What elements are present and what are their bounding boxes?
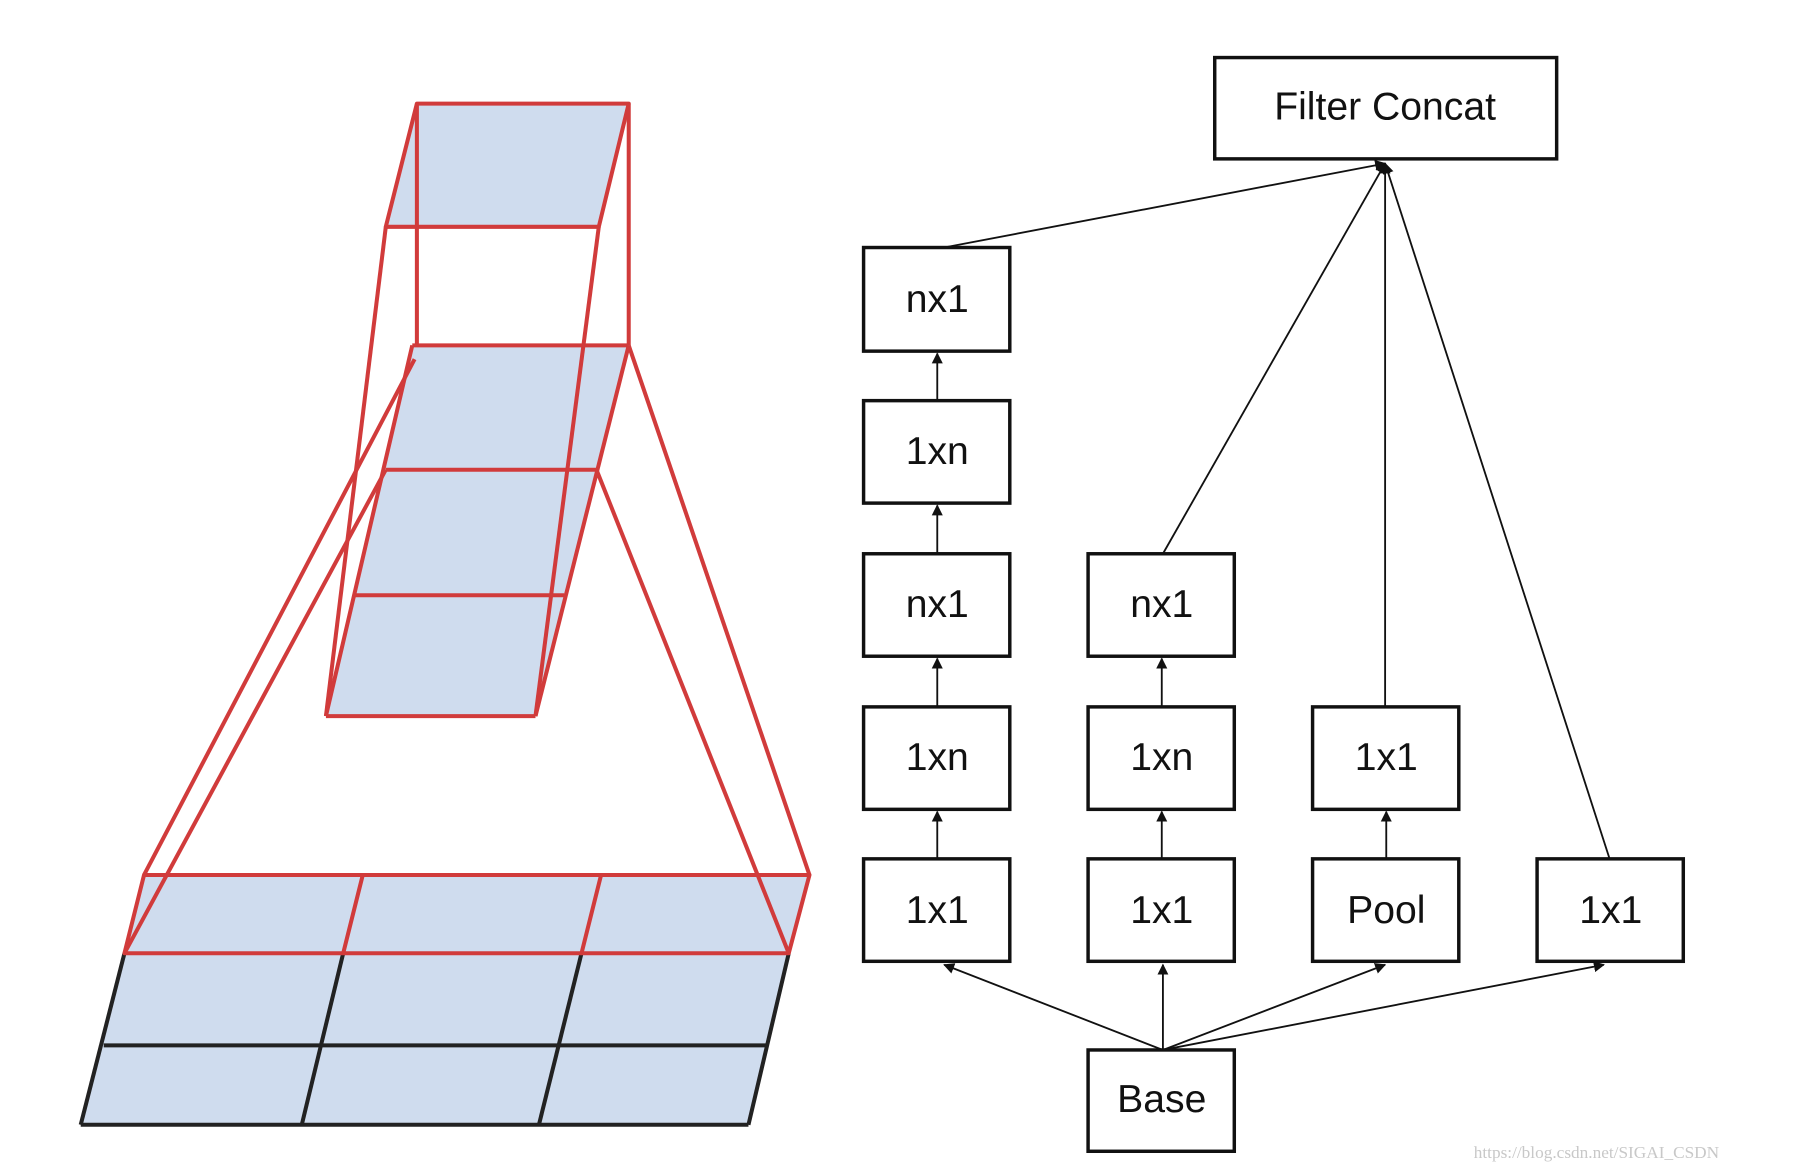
- top-face-fill: [385, 103, 629, 227]
- node-label: 1xn: [1130, 736, 1193, 779]
- inception-module: Filter Concat 1x1 1xn nx1 1xn nx1 1x1 1x…: [861, 55, 1686, 1154]
- node-label: nx1: [906, 583, 969, 626]
- node-label: 1x1: [1579, 889, 1642, 932]
- watermark: https://blog.csdn.net/SIGAI_CSDN: [1474, 1143, 1720, 1162]
- frustum-lines: [122, 344, 812, 955]
- node-label: 1xn: [906, 736, 969, 779]
- node-label: 1x1: [906, 889, 969, 932]
- node-label: 1x1: [1130, 889, 1193, 932]
- connections: [931, 159, 1611, 1051]
- column-fill: [325, 345, 629, 717]
- branch-4: 1x1: [1535, 857, 1686, 964]
- branch-3: Pool 1x1: [1310, 705, 1461, 964]
- base-node: Base: [1086, 1048, 1237, 1154]
- receptive-field-illustration: [78, 101, 812, 1127]
- branch-1: 1x1 1xn nx1 1xn nx1: [861, 245, 1012, 964]
- input-grid: [78, 952, 791, 1127]
- node-label: nx1: [906, 278, 969, 321]
- node-label: 1xn: [906, 430, 969, 473]
- node-label: nx1: [1130, 583, 1193, 626]
- filter-concat-label: Filter Concat: [1274, 86, 1496, 129]
- red-layer-fill: [124, 874, 810, 954]
- input-grid-fill: [80, 953, 789, 1125]
- column-outline: [323, 101, 631, 719]
- filter-concat-node: Filter Concat: [1212, 55, 1559, 161]
- node-label: 1x1: [1355, 736, 1418, 779]
- base-label: Base: [1117, 1078, 1206, 1121]
- node-label: Pool: [1347, 889, 1425, 932]
- branch-2: 1x1 1xn nx1: [1086, 552, 1237, 964]
